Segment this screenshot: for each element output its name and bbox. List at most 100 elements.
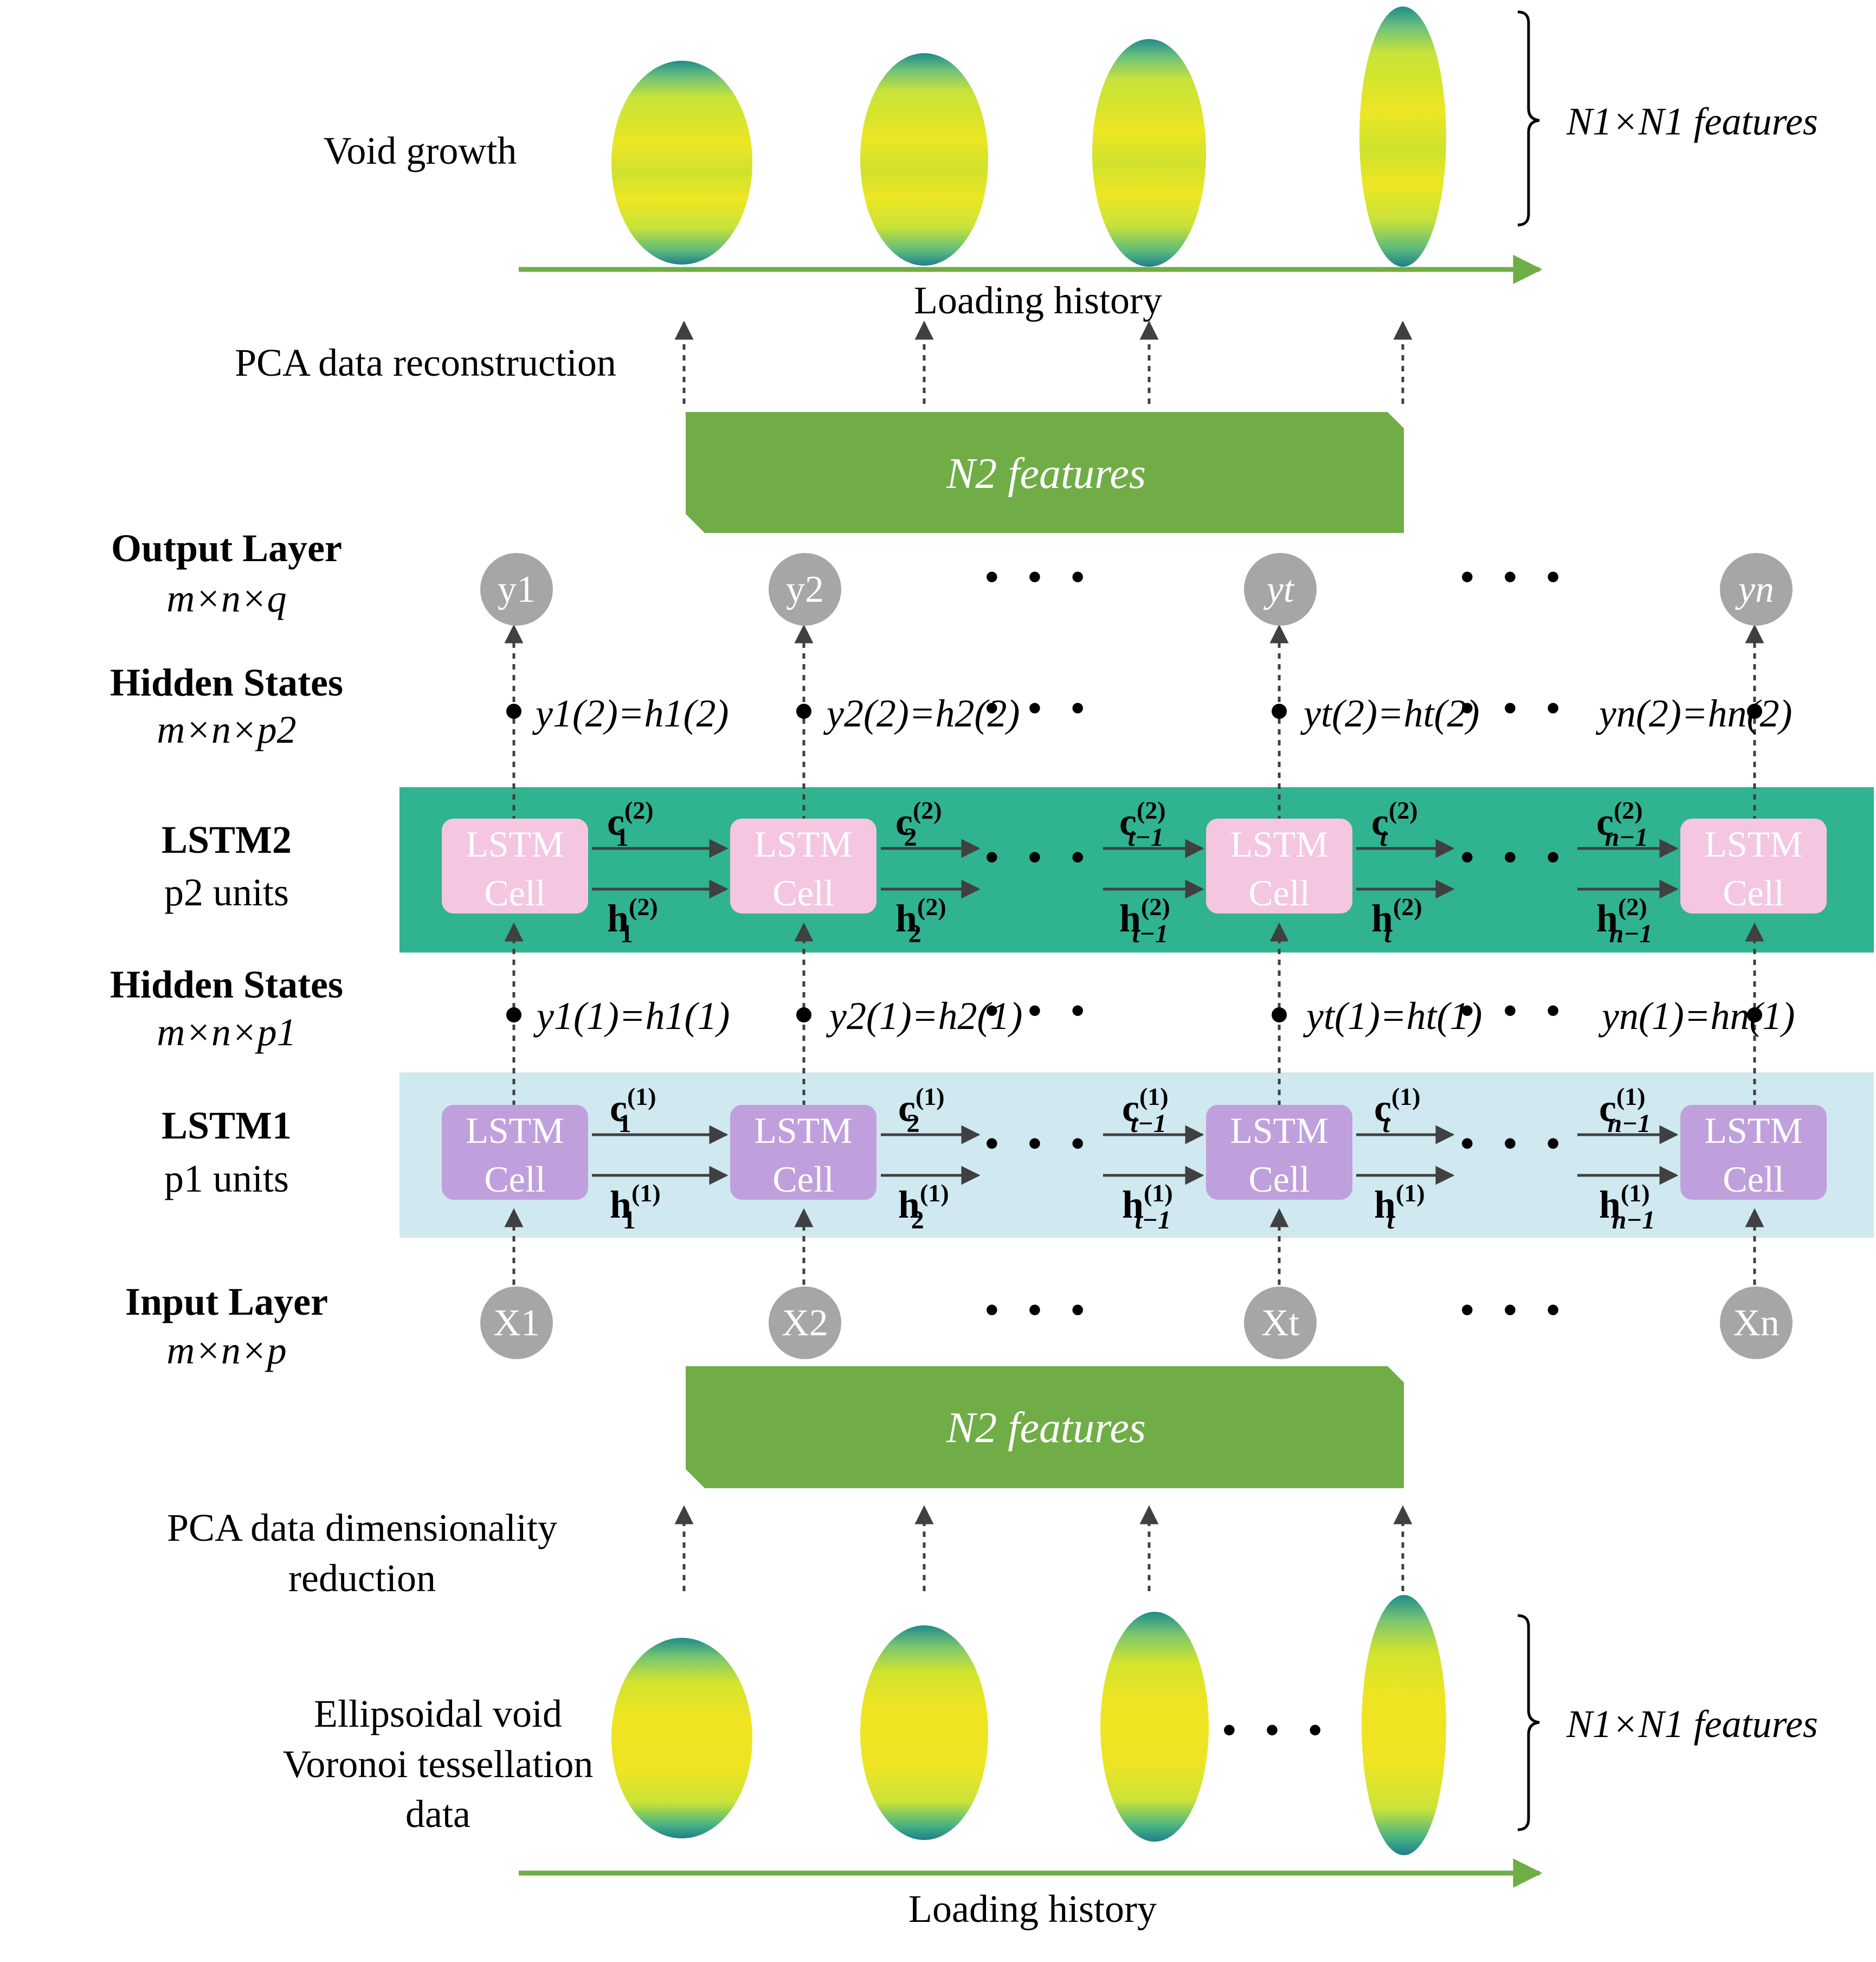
hidden2-eq: y2(2)=h2(2) (823, 692, 1020, 735)
lstm2-units: p2 units (164, 871, 289, 914)
hidden1-eq: yt(1)=ht(1) (1303, 994, 1482, 1038)
ellipsis: • • • (985, 989, 1094, 1032)
svg-text:h(2)t−1: h(2)t−1 (1119, 893, 1170, 948)
n2-features-band-bottom (686, 1366, 1404, 1488)
void-image (1100, 1612, 1209, 1842)
ellipsis: • • • (1460, 1288, 1570, 1331)
lstm1-layer-background (399, 1072, 1874, 1238)
svg-text:h(2)n−1: h(2)n−1 (1596, 893, 1652, 948)
reduction-arrows (674, 1505, 1413, 1591)
hidden-states-1-title: Hidden States (110, 963, 343, 1006)
svg-text:yt: yt (1263, 569, 1295, 610)
ellipsis: • • • (1460, 835, 1570, 879)
svg-text:Cell: Cell (1723, 1159, 1784, 1200)
pca-reduction-label-line2: reduction (288, 1556, 436, 1600)
svg-text:Cell: Cell (484, 872, 545, 914)
void-image (611, 61, 752, 265)
features-brace-top (1517, 10, 1540, 227)
svg-text:yn: yn (1735, 569, 1774, 610)
hidden-states-2-title: Hidden States (110, 661, 343, 704)
svg-text:c(1)n−1: c(1)n−1 (1599, 1083, 1651, 1138)
svg-text:LSTM: LSTM (466, 1110, 564, 1151)
lstm2-cell: LSTM Cell (1680, 819, 1827, 914)
svg-text:Cell: Cell (772, 872, 834, 914)
svg-text:Cell: Cell (772, 1159, 834, 1200)
junction-dots (506, 704, 1762, 1022)
svg-text:y2: y2 (786, 569, 824, 610)
lstm1-title: LSTM1 (162, 1104, 292, 1147)
ellipsis: • • • (985, 1122, 1094, 1165)
void-image (860, 1625, 988, 1840)
lstm2-layer-background (399, 787, 1874, 953)
svg-text:X1: X1 (493, 1302, 540, 1344)
hidden1-eq: yn(1)=hn(1) (1598, 994, 1795, 1038)
lstm1-units: p1 units (164, 1157, 289, 1200)
hidden1-eq: y2(1)=h2(1) (826, 994, 1022, 1038)
svg-text:LSTM: LSTM (466, 824, 564, 865)
loading-history-label-bottom: Loading history (908, 1887, 1157, 1931)
svg-text:Xt: Xt (1261, 1302, 1300, 1344)
input-node: X2 (769, 1286, 841, 1359)
input-nodes: X1 X2 Xt Xn (480, 1286, 1793, 1359)
input-node: Xn (1720, 1286, 1793, 1359)
output-node: y1 (480, 553, 553, 626)
hidden1-eq: y1(1)=h1(1) (533, 994, 730, 1038)
svg-text:Cell: Cell (1723, 872, 1784, 914)
ellipsis: • • • (1460, 555, 1570, 599)
output-nodes: y1 y2 yt yn (480, 553, 1793, 626)
pca-reconstruction-label: PCA data reconstruction (235, 341, 616, 384)
data-label-line2: Voronoi tessellation (283, 1742, 594, 1786)
output-layer-title: Output Layer (111, 526, 342, 570)
hidden2-eq: yt(2)=ht(2) (1300, 692, 1479, 735)
loading-history-label-top: Loading history (914, 279, 1162, 322)
ellipsis: • • • (1460, 686, 1570, 730)
svg-text:LSTM: LSTM (1230, 824, 1328, 865)
svg-text:h(1)t−1: h(1)t−1 (1122, 1179, 1173, 1234)
ellipsis: • • • (1460, 989, 1570, 1032)
output-node: yt (1244, 553, 1317, 626)
svg-text:LSTM: LSTM (1230, 1110, 1328, 1151)
void-image (860, 53, 988, 266)
svg-text:c(2)n−1: c(2)n−1 (1596, 796, 1648, 852)
input-layer-dims: m×n×p (166, 1329, 286, 1372)
output-layer-dims: m×n×q (166, 577, 286, 620)
input-node: X1 (480, 1286, 553, 1359)
void-image (611, 1638, 752, 1838)
data-label-line1: Ellipsoidal void (314, 1692, 562, 1735)
output-node: yn (1720, 553, 1793, 626)
ellipsis: • • • (1460, 1122, 1570, 1165)
n2-features-label-bottom: N2 features (946, 1404, 1146, 1452)
svg-text:c(1)t−1: c(1)t−1 (1122, 1083, 1169, 1138)
data-label-line3: data (405, 1792, 470, 1836)
svg-text:Xn: Xn (1733, 1302, 1780, 1344)
n2-features-band-top (686, 412, 1404, 533)
svg-text:LSTM: LSTM (1704, 824, 1802, 865)
lstm2-title: LSTM2 (162, 818, 292, 861)
lstm2-state-arrows (592, 839, 1679, 899)
pca-reduction-label-line1: PCA data dimensionality (167, 1506, 557, 1549)
lstm2-cell: LSTM Cell (442, 819, 588, 914)
features-label-bottom: N1×N1 features (1566, 1702, 1818, 1746)
svg-text:h(1)n−1: h(1)n−1 (1599, 1179, 1655, 1234)
svg-text:Cell: Cell (1248, 872, 1310, 914)
svg-text:y1: y1 (498, 569, 536, 610)
lstm1-state-arrows (592, 1125, 1679, 1185)
ellipsis: • • • (985, 555, 1094, 599)
void-image (1092, 39, 1206, 267)
void-growth-images (611, 7, 1446, 267)
ellipsis: • • • (1222, 1708, 1332, 1752)
hidden2-eq: y1(2)=h1(2) (532, 692, 729, 735)
features-label-top: N1×N1 features (1566, 100, 1818, 143)
hidden-states-2-dims: m×n×p2 (157, 708, 296, 751)
void-image (1362, 1595, 1446, 1855)
hidden2-eq: yn(2)=hn(2) (1595, 692, 1792, 735)
lstm2-cell: LSTM Cell (1206, 819, 1352, 914)
ellipsis: • • • (985, 686, 1094, 730)
